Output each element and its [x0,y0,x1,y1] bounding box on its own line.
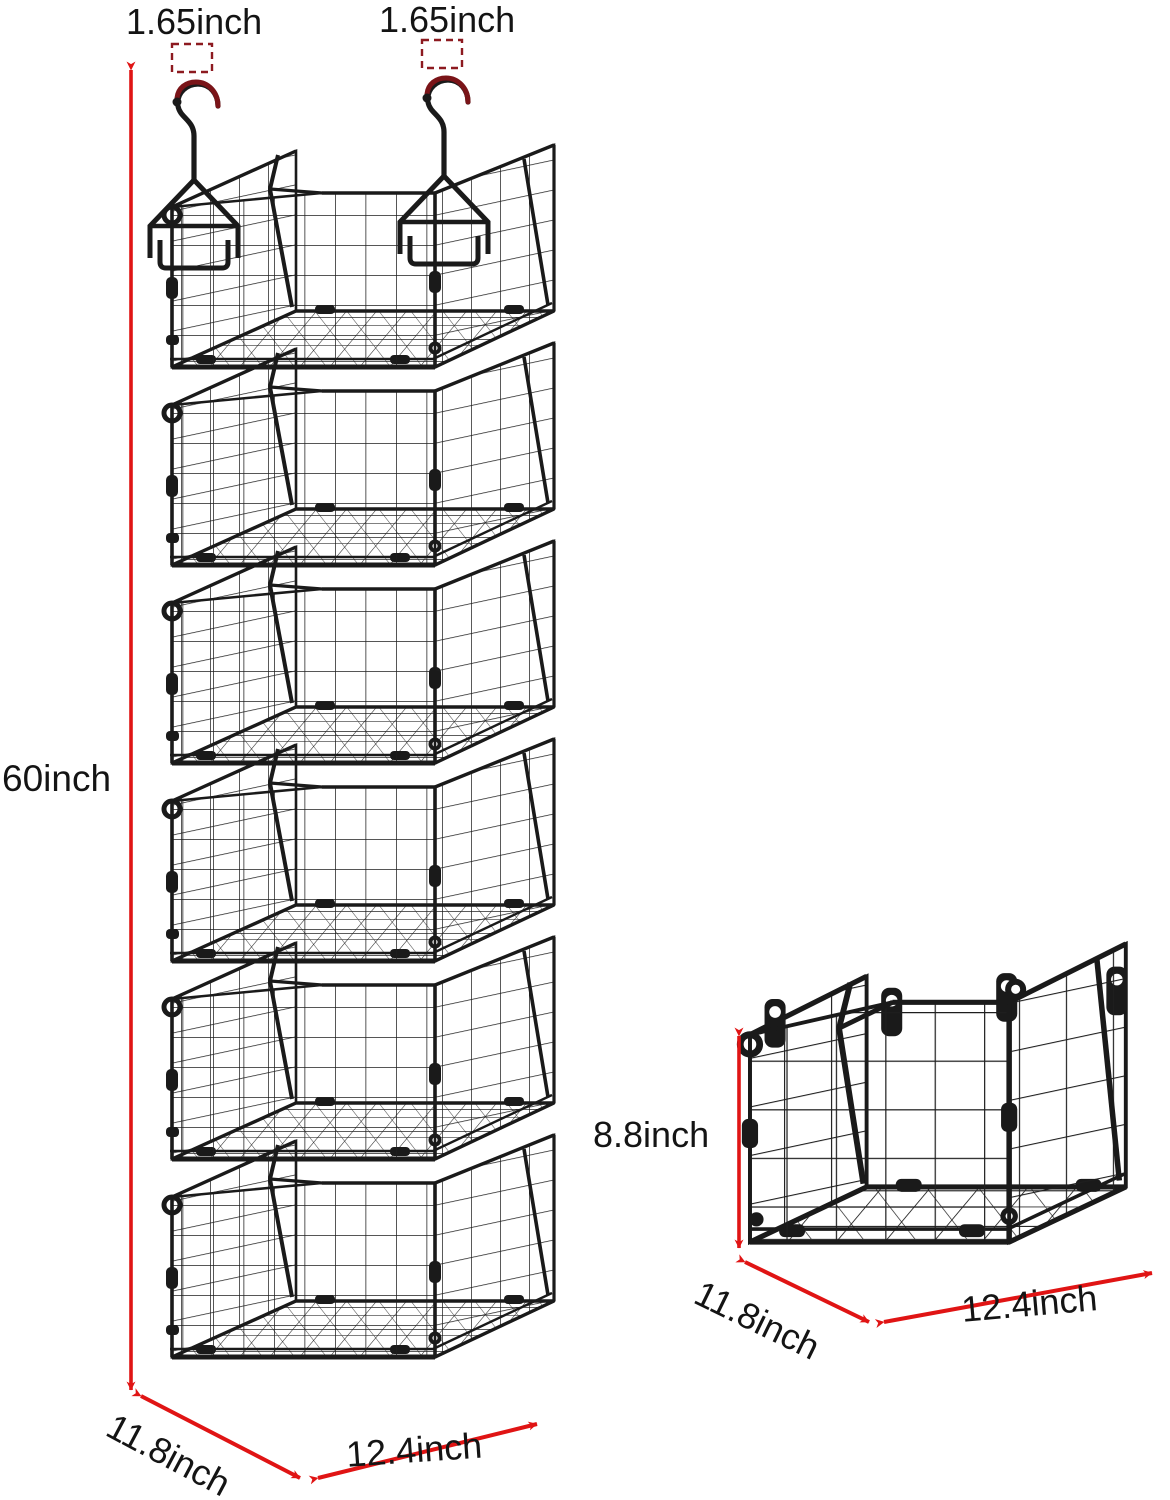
tower-tier-6 [164,1135,554,1357]
tower-dimension-arrows [126,61,538,1485]
tower-product-illustration [150,38,554,1357]
tower-tier-5 [164,937,554,1159]
single-basket-illustration [736,940,1128,1246]
tower-width-label: 12.4inch [344,1424,484,1475]
tower-width-arrow [308,1421,538,1485]
hook-measure-box-right [420,38,464,70]
hook-width-label-right: 1.65inch [379,0,516,40]
hook-measure-box-left [170,42,214,74]
tower-tiers [164,145,554,1357]
bin-depth-arrow [735,1254,870,1324]
tower-tier-3 [164,541,554,763]
bin-height-label: 8.8inch [593,1114,710,1155]
tower-depth-arrow [131,1388,301,1480]
tower-tier-2 [164,343,554,565]
tower-height-label: 60inch [2,758,112,799]
tower-tier-4 [164,739,554,961]
single-basket-dimension-arrows [734,1027,1153,1328]
tower-tier-1 [164,145,554,367]
hook-width-label-left: 1.65inch [126,1,263,42]
bin-width-arrow [874,1270,1153,1328]
